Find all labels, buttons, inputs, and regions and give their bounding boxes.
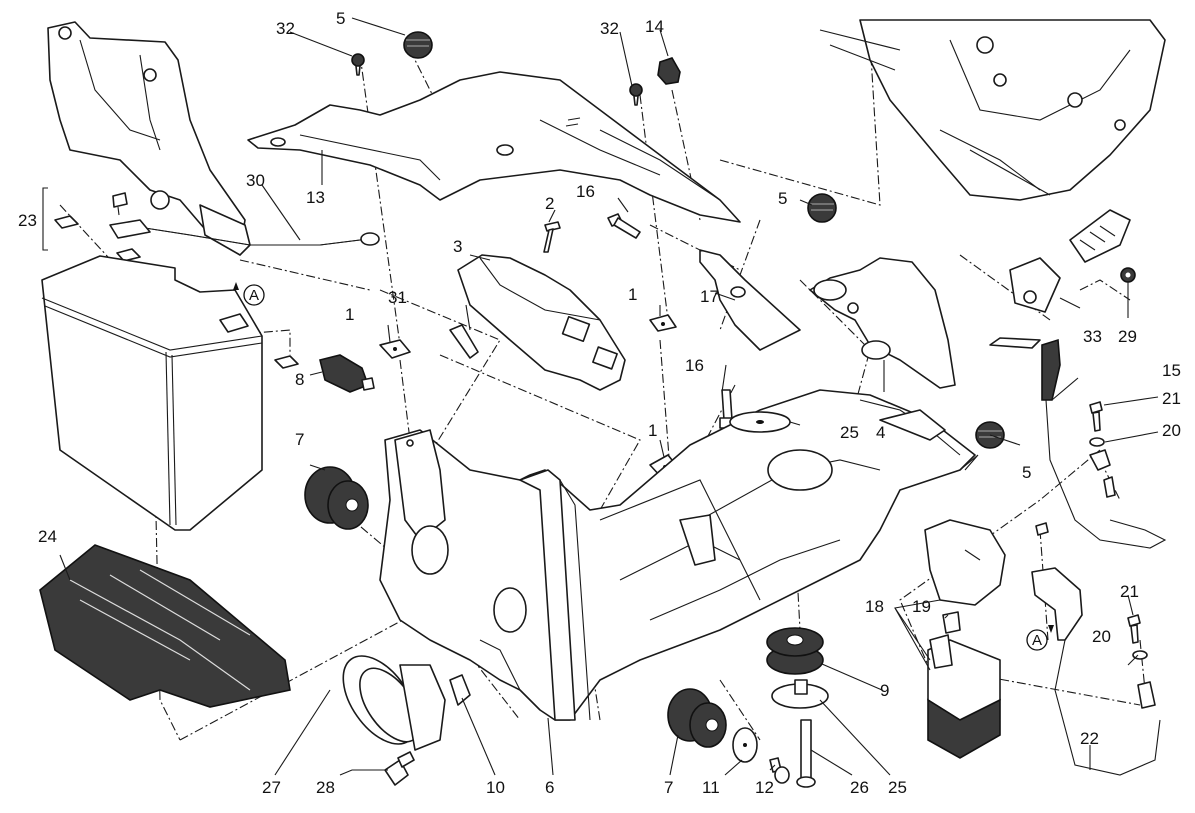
part-29-nut [1120,267,1136,283]
part-4-relay-bracket [809,257,956,389]
reference-marker-a-bottom: A [1026,625,1054,651]
callout-30: 30 [246,171,265,190]
callout-20: 20 [1092,627,1111,646]
part-19-fuse [942,611,961,634]
callout-labels: 32 5 13 30 23 32 14 16 2 3 31 1 1 1 17 1… [18,9,1181,797]
callout-5: 5 [1022,463,1031,482]
callout-16: 16 [576,182,595,201]
part-18-starter-relay [924,519,1006,759]
part-11-washer [732,727,758,763]
callout-5: 5 [336,9,345,28]
callout-1: 1 [345,305,354,324]
callout-7: 7 [295,430,304,449]
part-2-pin [543,221,561,253]
callout-leader-lines [59,17,1159,776]
callout-22: 22 [1080,729,1099,748]
callout-15: 15 [1162,361,1181,380]
part-20-21-screws-washers [1089,401,1148,660]
frame-subframe-top-right [819,19,1166,201]
callout-14: 14 [645,17,664,36]
callout-9: 9 [880,681,889,700]
part-13-upper-bracket [247,71,741,223]
callout-31: 31 [388,288,407,307]
part-33-connector-bracket [1009,209,1131,313]
callout-28: 28 [316,778,335,797]
callout-20: 20 [1162,421,1181,440]
part-25-washers [729,411,829,709]
part-7-dampers [304,466,727,748]
part-22-cable [1031,522,1161,776]
part-24-battery-tray [39,544,291,708]
callout-24: 24 [38,527,57,546]
callout-6: 6 [545,778,554,797]
reference-marker-a-label: A [249,287,259,304]
callout-11: 11 [702,778,720,797]
callout-32: 32 [600,19,619,38]
part-30-ground-cable [109,219,380,246]
part-3-control-unit [457,254,626,391]
callout-23: 23 [18,211,37,230]
part-31-clip [449,324,479,359]
callout-12: 12 [755,778,774,797]
battery-holder-main [379,389,979,721]
callout-19: 19 [912,597,931,616]
reference-marker-a-top: A [233,282,265,306]
part-12-screw [769,757,790,784]
part-32-screws [351,53,643,106]
part-16-bolts [607,213,735,429]
callout-21: 21 [1162,389,1181,408]
part-26-bolt [796,719,816,788]
callout-21: 21 [1120,582,1139,601]
part-14-clip [657,57,681,85]
callout-1: 1 [648,421,657,440]
callout-25: 25 [840,423,859,442]
part-27-horn [342,655,446,751]
frame-subframe-top-left [47,21,251,256]
callout-3: 3 [453,237,462,256]
part-10-horn-bracket [449,674,471,706]
callout-27: 27 [262,778,281,797]
callout-25: 25 [888,778,907,797]
callout-8: 8 [295,370,304,389]
callout-18: 18 [865,597,884,616]
callout-2: 2 [545,194,554,213]
callout-32: 32 [276,19,295,38]
part-17-bracket [699,249,801,351]
callout-4: 4 [876,423,885,442]
part-15-cable [989,337,1167,549]
part-9-damper [766,627,824,675]
callout-7: 7 [664,778,673,797]
callout-29: 29 [1118,327,1137,346]
battery [41,255,263,531]
callout-17: 17 [700,287,719,306]
reference-marker-a-label: A [1032,632,1042,649]
callout-26: 26 [850,778,869,797]
part-28-bolt [384,751,415,786]
callout-1: 1 [628,285,637,304]
callout-10: 10 [486,778,505,797]
callout-13: 13 [306,188,325,207]
callout-33: 33 [1083,327,1102,346]
callout-5: 5 [778,189,787,208]
callout-16: 16 [685,356,704,375]
part-8-rubber-cap [319,354,375,393]
part-23-terminal-hardware [42,187,299,369]
